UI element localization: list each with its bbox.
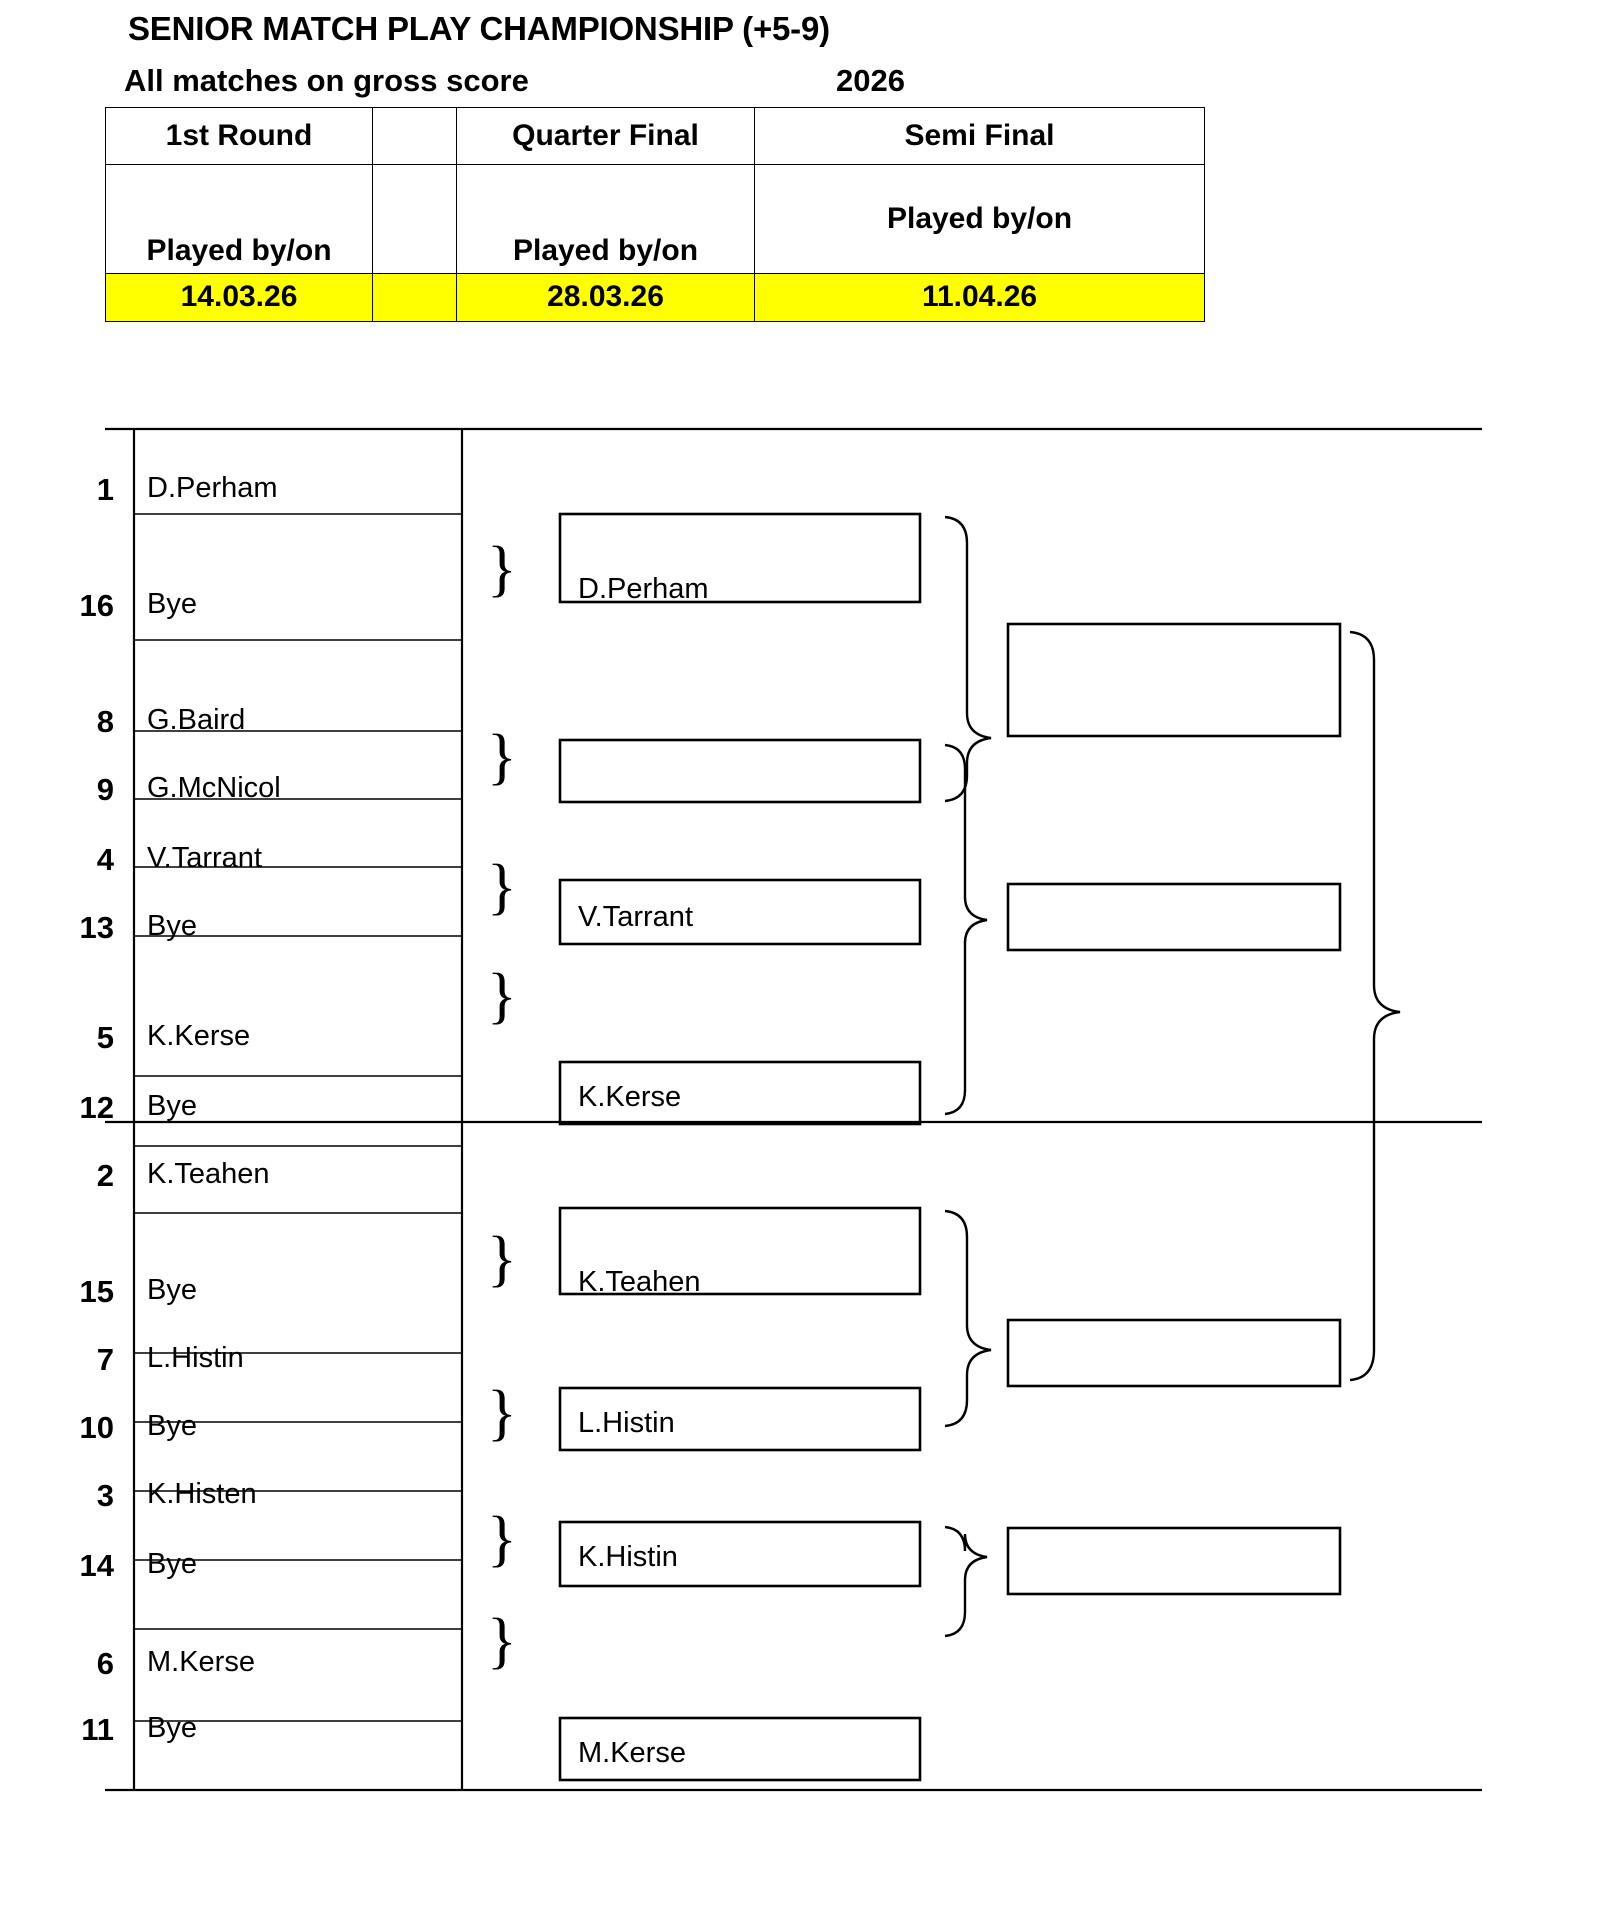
first-round-entry[interactable]: Bye — [147, 1712, 197, 1744]
round-label-first-round: 1st Round — [105, 107, 373, 165]
played-label-blank — [372, 164, 457, 274]
first-round-entry[interactable]: K.Teahen — [147, 1158, 270, 1190]
subtitle-gross-score: All matches on gross score — [124, 63, 529, 98]
seed-number: 11 — [81, 1712, 114, 1747]
round-label-quarter-final: Quarter Final — [456, 107, 755, 165]
first-round-entry[interactable]: Bye — [147, 588, 197, 620]
brace-icon: } — [487, 962, 517, 1030]
played-by-row: Played by/on Played by/on Played by/on — [105, 164, 1205, 274]
seed-number: 1 — [96, 472, 114, 507]
first-round-entry[interactable]: D.Perham — [147, 472, 278, 504]
seed-number: 14 — [79, 1548, 114, 1583]
brace-icon: } — [487, 853, 517, 921]
first-round-entry[interactable]: K.Kerse — [147, 1020, 251, 1052]
first-round-entry[interactable]: G.McNicol — [147, 772, 281, 804]
seed-number: 12 — [79, 1090, 114, 1125]
seed-number: 4 — [96, 842, 114, 877]
played-label-quarter-final: Played by/on — [456, 164, 755, 274]
seed-number: 16 — [79, 588, 114, 623]
brace-icon: } — [487, 723, 517, 791]
brace-icon: } — [487, 1225, 517, 1293]
seed-number: 10 — [79, 1410, 114, 1445]
quarter-final-entry[interactable]: V.Tarrant — [578, 901, 693, 933]
date-first-round[interactable]: 14.03.26 — [105, 273, 373, 322]
year-label: 2026 — [836, 63, 905, 98]
date-blank — [372, 273, 457, 322]
seed-number: 2 — [96, 1158, 114, 1193]
round-names-row: 1st Round Quarter Final Semi Final — [105, 107, 1205, 165]
brace-icon: } — [487, 535, 517, 603]
first-round-entry[interactable]: Bye — [147, 1274, 197, 1306]
first-round-entry[interactable]: K.Histen — [147, 1478, 257, 1510]
quarter-final-entry[interactable]: K.Kerse — [578, 1081, 682, 1113]
seed-number: 5 — [96, 1020, 114, 1055]
first-round-entry[interactable]: G.Baird — [147, 704, 246, 736]
seed-number: 3 — [96, 1478, 114, 1513]
quarter-final-entry[interactable]: M.Kerse — [578, 1737, 686, 1769]
seed-number: 9 — [96, 772, 114, 807]
quarter-final-entry[interactable]: L.Histin — [578, 1407, 675, 1439]
date-quarter-final[interactable]: 28.03.26 — [456, 273, 755, 322]
seed-number: 6 — [96, 1646, 114, 1681]
quarter-final-entry[interactable]: K.Histin — [578, 1541, 678, 1573]
quarter-final-entry[interactable]: K.Teahen — [578, 1266, 701, 1298]
brace-icon: } — [487, 1607, 517, 1675]
seed-number: 13 — [79, 910, 114, 945]
played-label-first-round: Played by/on — [105, 164, 373, 274]
first-round-entry[interactable]: Bye — [147, 1090, 197, 1122]
first-round-entry[interactable]: M.Kerse — [147, 1646, 255, 1678]
page-title: SENIOR MATCH PLAY CHAMPIONSHIP (+5-9) — [128, 10, 830, 47]
first-round-entry[interactable]: L.Histin — [147, 1342, 244, 1374]
dates-row: 14.03.26 28.03.26 11.04.26 — [105, 273, 1205, 322]
seed-number: 8 — [96, 704, 114, 739]
seed-number: 7 — [96, 1342, 114, 1377]
round-label-semi-final: Semi Final — [754, 107, 1205, 165]
round-schedule-table: 1st Round Quarter Final Semi Final Playe… — [105, 107, 1205, 322]
quarter-final-entry[interactable]: D.Perham — [578, 573, 709, 605]
date-semi-final[interactable]: 11.04.26 — [754, 273, 1205, 322]
first-round-entry[interactable]: V.Tarrant — [147, 842, 262, 874]
round-label-blank — [372, 107, 457, 165]
brace-icon: } — [487, 1505, 517, 1573]
played-label-semi-final: Played by/on — [754, 164, 1205, 274]
seed-number: 15 — [79, 1274, 114, 1309]
first-round-entry[interactable]: Bye — [147, 1548, 197, 1580]
first-round-entry[interactable]: Bye — [147, 1410, 197, 1442]
first-round-entry[interactable]: Bye — [147, 910, 197, 942]
brace-icon: } — [487, 1379, 517, 1447]
